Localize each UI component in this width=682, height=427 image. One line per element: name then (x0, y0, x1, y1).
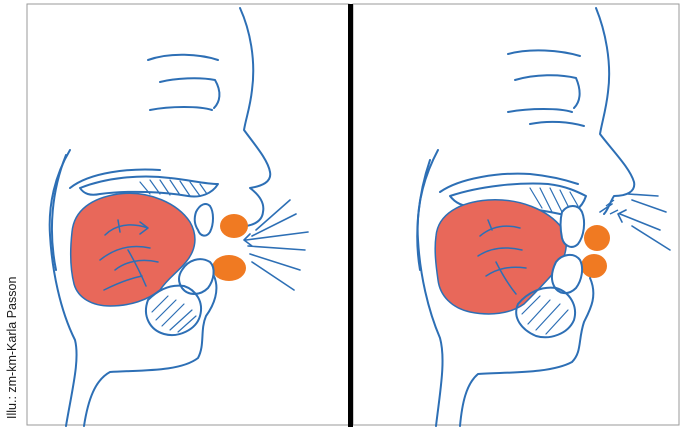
left-upper-teeth (195, 204, 213, 236)
left-tongue (71, 193, 195, 306)
center-divider (348, 4, 353, 427)
left-upper-lip (220, 214, 248, 238)
right-upper-teeth (561, 206, 585, 247)
right-face-profile (596, 8, 634, 214)
left-lower-jaw-hatch (152, 296, 196, 332)
left-lower-lip (212, 255, 246, 281)
left-panel (50, 8, 308, 426)
right-lower-jaw-hatch (522, 296, 568, 334)
left-panel-frame (27, 4, 349, 425)
right-eye (508, 50, 584, 126)
left-back-head (52, 155, 66, 270)
left-eye (148, 55, 219, 110)
left-air-arrows (244, 200, 308, 290)
right-panel (417, 8, 670, 426)
right-lower-lip (581, 254, 607, 278)
left-throat (50, 150, 77, 426)
right-nasal-top (440, 174, 578, 192)
right-tongue (435, 200, 566, 314)
right-upper-lip (584, 225, 610, 251)
illustration-credit: Illu.: zm-km-Karla Passon (5, 219, 19, 419)
left-face-profile (240, 8, 270, 226)
